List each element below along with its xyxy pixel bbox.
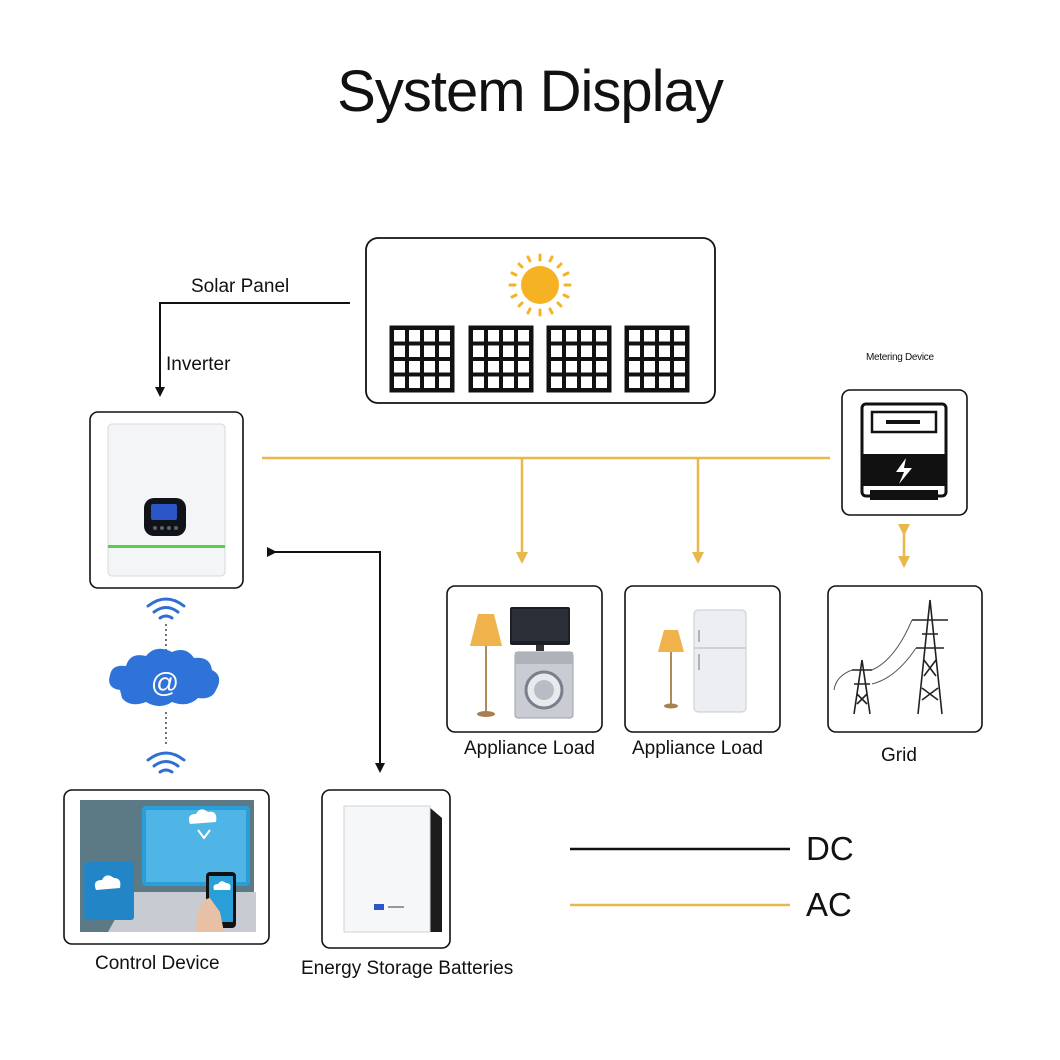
power-tower-icon <box>833 599 948 715</box>
control-device-label: Control Device <box>95 953 220 974</box>
solar-panel-label: Solar Panel <box>191 276 290 297</box>
solar-panel-icon <box>389 325 690 393</box>
energy-storage-label: Energy Storage Batteries <box>301 958 514 979</box>
wifi-icon <box>146 597 186 620</box>
cloud-icon <box>109 648 220 706</box>
page-title: System Display <box>337 59 724 124</box>
sun-icon <box>508 253 572 317</box>
meter-icon <box>860 402 948 500</box>
grid-label: Grid <box>881 745 917 766</box>
dc-line-inverter-battery <box>267 547 385 773</box>
fridge-icon <box>693 609 747 713</box>
metering-device-label: Metering Device <box>866 352 934 363</box>
legend-dc-label: DC <box>806 830 854 867</box>
laptop-icon <box>80 800 256 932</box>
legend-ac-label: AC <box>806 886 852 923</box>
washing-machine-icon <box>514 651 574 719</box>
wifi-icon <box>146 751 186 774</box>
appliance-load-1-label: Appliance Load <box>464 738 595 759</box>
grid-box <box>827 585 983 733</box>
lamp-icon <box>470 614 502 717</box>
lamp-icon <box>658 630 684 709</box>
tv-icon <box>510 607 570 651</box>
appliance-load-2-label: Appliance Load <box>632 738 763 759</box>
inverter-label: Inverter <box>166 354 231 375</box>
battery-icon <box>343 805 442 933</box>
dc-line-solar-inverter <box>155 302 350 397</box>
inverter-icon <box>107 423 226 577</box>
cloud-symbol: @ <box>151 667 179 698</box>
